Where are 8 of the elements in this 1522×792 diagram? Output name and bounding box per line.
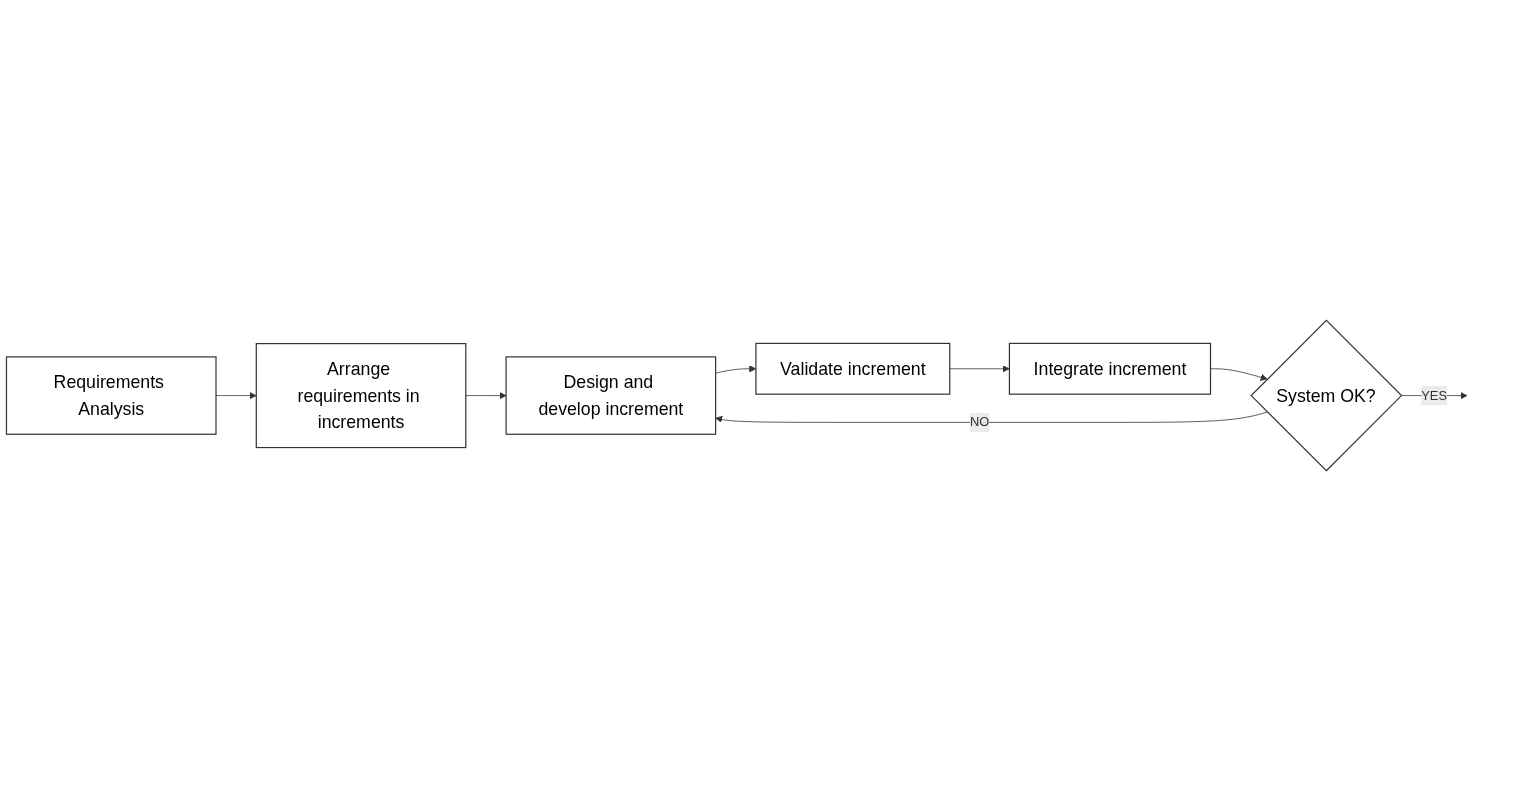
edge-label: YES <box>1421 388 1448 403</box>
node-box: Validate increment <box>755 343 951 396</box>
node-box: Design and develop increment <box>505 356 717 436</box>
node-box: Arrange requirements in increments <box>255 343 467 449</box>
edge-label: NO <box>969 415 990 430</box>
node-diamond: System OK? <box>1250 320 1403 472</box>
node-box: Requirements Analysis <box>5 356 217 436</box>
node-box: Integrate increment <box>1008 343 1212 396</box>
